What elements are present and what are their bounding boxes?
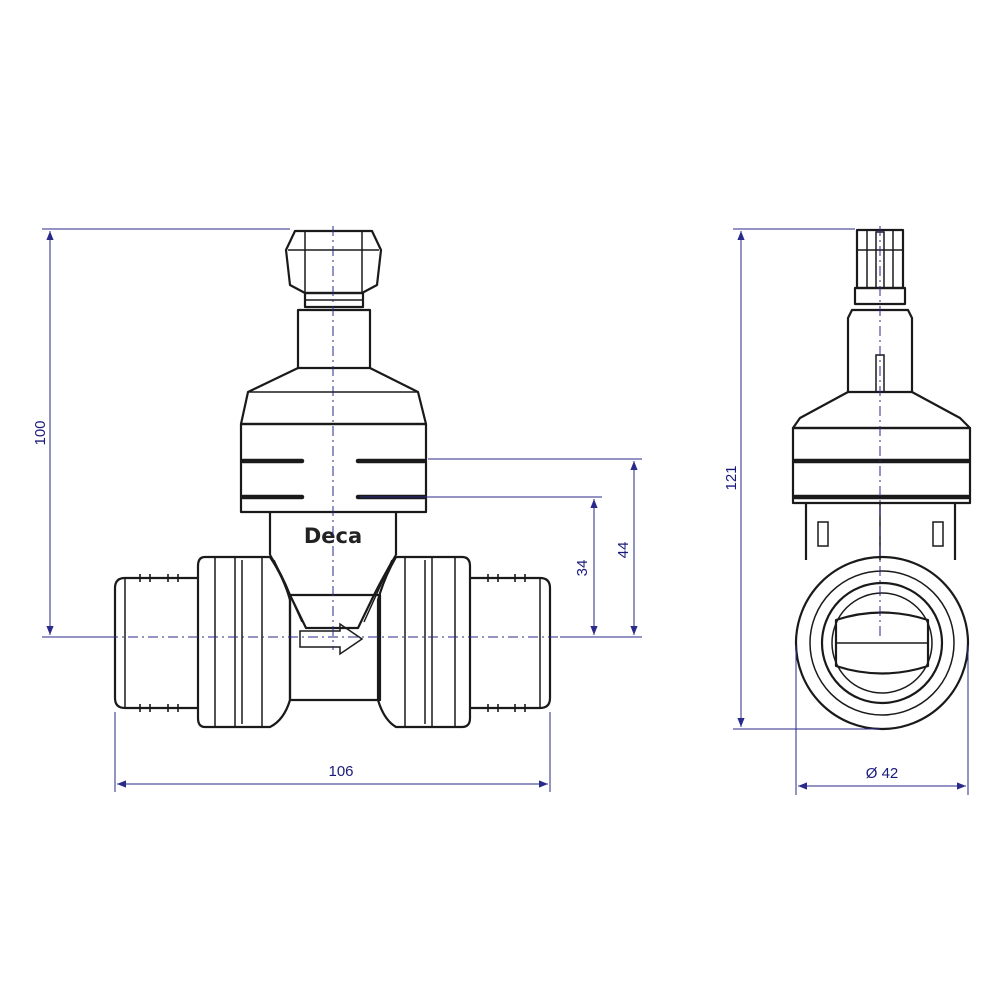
side-socket-ring-1 — [809, 570, 955, 716]
dim-label-100: 100 — [32, 420, 49, 445]
dim-label-34: 34 — [574, 560, 591, 577]
front-view: Deca — [108, 226, 560, 729]
side-gate-disc — [834, 611, 930, 675]
side-view — [791, 226, 972, 731]
side-dimensions: 121 Ø 42 — [723, 228, 969, 795]
valve-neck — [268, 512, 398, 555]
side-socket-ring-2 — [820, 581, 944, 705]
right-socket — [376, 555, 472, 729]
left-socket — [196, 555, 292, 729]
left-pipe-stub — [113, 576, 198, 710]
flow-arrow-icon — [299, 622, 364, 656]
side-bonnet-body — [791, 426, 972, 505]
right-pipe-stub — [470, 576, 552, 710]
side-stem-top — [855, 228, 905, 290]
dim-label-44: 44 — [615, 542, 632, 559]
dim-label-106: 106 — [328, 763, 353, 780]
side-bonnet-shoulder — [791, 391, 972, 430]
side-body-neck — [804, 503, 957, 560]
side-socket-bore — [831, 592, 933, 694]
front-dimensions: 100 34 44 106 — [32, 228, 642, 792]
dim-label-121: 121 — [723, 465, 740, 490]
side-socket-outer — [794, 555, 970, 731]
dim-label-diameter: Ø 42 — [866, 765, 899, 782]
stem-neck — [296, 308, 372, 370]
